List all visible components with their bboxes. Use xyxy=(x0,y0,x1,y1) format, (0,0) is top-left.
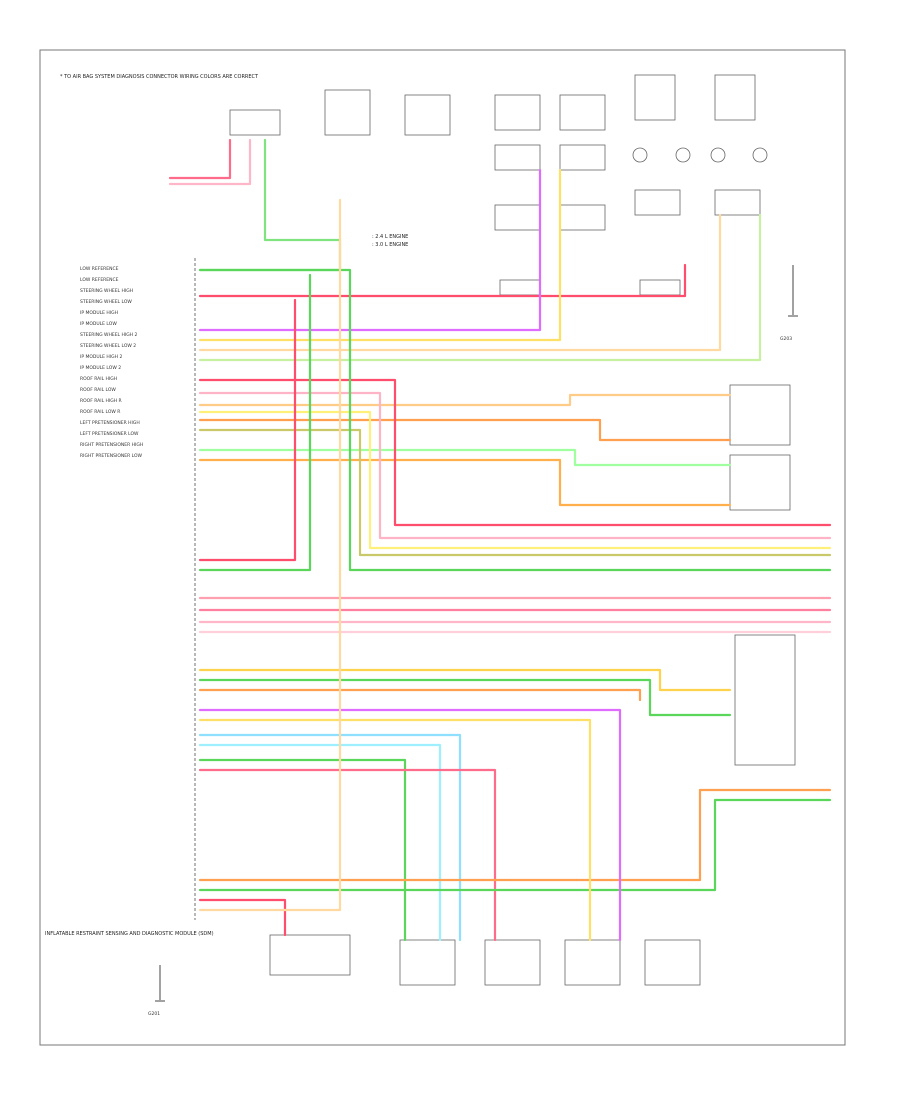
pin-label: STEERING WHEEL HIGH xyxy=(80,288,133,294)
pin-label: STEERING WHEEL LOW xyxy=(80,299,132,305)
pin-labels: LOW REFERENCE LOW REFERENCE STEERING WHEEL… xyxy=(80,266,143,459)
pin-label: ROOF RAIL HIGH xyxy=(80,376,117,382)
side-left-box xyxy=(634,189,681,216)
steer-box-left xyxy=(494,94,541,131)
top-note: * TO AIR BAG SYSTEM DIAGNOSIS CONNECTOR … xyxy=(60,74,259,80)
wire-14 xyxy=(198,410,832,550)
pretens-right-box xyxy=(639,279,681,296)
side-right-box xyxy=(714,189,761,216)
rr-sensor-box xyxy=(644,939,701,986)
wire-13 xyxy=(198,391,832,540)
wire-25 xyxy=(198,688,642,702)
pin-label: ROOF RAIL HIGH R xyxy=(80,398,122,404)
pin-label: LEFT PRETENSIONER LOW xyxy=(80,431,139,437)
wire-23 xyxy=(198,668,732,692)
pin-label: RIGHT PRETENSIONER HIGH xyxy=(80,442,143,448)
wire-9 xyxy=(198,418,732,442)
wire-26 xyxy=(198,733,462,942)
wire-3 xyxy=(198,263,687,298)
wire-11 xyxy=(198,458,732,507)
bulb-2 xyxy=(675,147,691,163)
pin-label: STEERING WHEEL HIGH 2 xyxy=(80,332,137,338)
odm-box xyxy=(269,934,351,976)
wire-12 xyxy=(198,378,832,527)
wire-27 xyxy=(198,743,442,942)
pretens-left-box xyxy=(499,279,541,296)
right-sensor-module xyxy=(734,634,796,766)
pin-label: IP MODULE HIGH 2 xyxy=(80,354,122,360)
steer-bottom-left xyxy=(494,204,541,231)
bulb-4 xyxy=(752,147,768,163)
pin-label: LOW REFERENCE xyxy=(80,266,119,272)
wire-15 xyxy=(198,428,832,557)
wire-6 xyxy=(198,213,722,352)
rf-sensor-box xyxy=(484,939,541,986)
ground-symbols xyxy=(155,265,798,1002)
wire-0 xyxy=(168,138,232,180)
wire-24 xyxy=(198,678,732,717)
pin-label: ROOF RAIL LOW R xyxy=(80,409,120,415)
pretens-module-a xyxy=(729,384,791,446)
pin-label: LEFT PRETENSIONER HIGH xyxy=(80,420,140,426)
driver-belt-box xyxy=(324,89,371,136)
lf-sensor-box xyxy=(399,939,456,986)
roof-right-box xyxy=(714,74,756,121)
wire-35 xyxy=(198,198,342,912)
wire-8 xyxy=(198,393,732,407)
steer-box-right xyxy=(559,94,606,131)
pretens-module-b xyxy=(729,454,791,511)
roof-left-box xyxy=(634,74,676,121)
wire-32 xyxy=(198,898,287,937)
pin-label: IP MODULE LOW xyxy=(80,321,117,327)
steer-lower-left xyxy=(494,144,541,171)
lr-sensor-box xyxy=(564,939,621,986)
wire-4 xyxy=(198,168,542,332)
ipc-box xyxy=(229,109,281,136)
top-components xyxy=(229,74,796,986)
diagram-frame xyxy=(39,49,846,1046)
wire-18 xyxy=(198,273,312,572)
engine-legend-1: : 2.4 L ENGINE xyxy=(372,234,408,240)
roof-bulbs xyxy=(632,147,768,163)
pin-label: ROOF RAIL LOW xyxy=(80,387,116,393)
steer-bottom-right xyxy=(559,204,606,231)
pin-label: RIGHT PRETENSIONER LOW xyxy=(80,453,143,459)
wire-1 xyxy=(168,138,252,186)
wire-17 xyxy=(198,298,297,562)
steer-lower-right xyxy=(559,144,606,171)
wire-31 xyxy=(198,798,832,892)
wire-30 xyxy=(198,788,832,882)
wire-10 xyxy=(198,448,732,467)
bulb-3 xyxy=(710,147,726,163)
pass-belt-box xyxy=(404,94,451,136)
pin-label: IP MODULE LOW 2 xyxy=(80,365,121,371)
wire-16 xyxy=(198,268,832,572)
wire-7 xyxy=(198,213,762,362)
wire-29 xyxy=(198,768,497,942)
ground-label-right: G203 xyxy=(780,336,792,342)
wire-2 xyxy=(198,138,342,272)
pin-label: STEERING WHEEL LOW 2 xyxy=(80,343,136,349)
wires xyxy=(168,138,832,942)
wire-28 xyxy=(198,758,407,942)
ground-label-left: G201 xyxy=(148,1011,160,1017)
sdm-label: INFLATABLE RESTRAINT SENSING AND DIAGNOS… xyxy=(45,931,214,937)
engine-legend-2: : 3.0 L ENGINE xyxy=(372,242,408,248)
pin-label: IP MODULE HIGH xyxy=(80,310,118,316)
pin-label: LOW REFERENCE xyxy=(80,277,119,283)
wire-5 xyxy=(198,168,562,342)
bulb-1 xyxy=(632,147,648,163)
wire-34 xyxy=(198,718,592,942)
